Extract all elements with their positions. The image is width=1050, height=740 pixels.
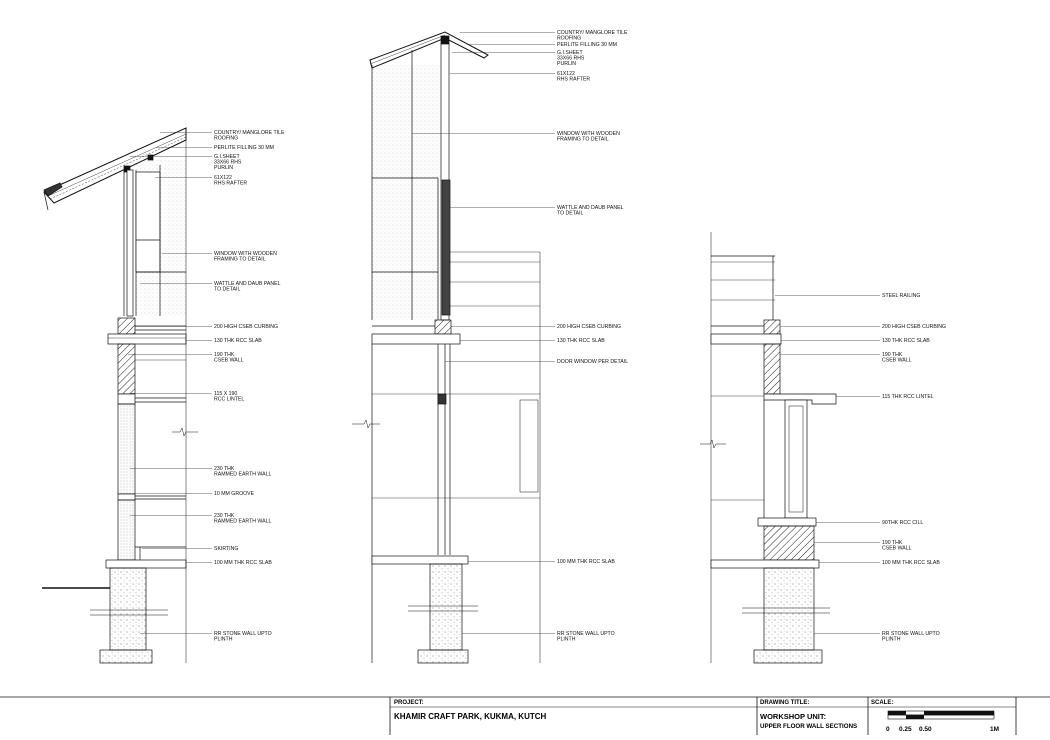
section-annotation: 10 MM GROOVE	[214, 491, 255, 497]
scale-tick-050: 0.50	[919, 726, 932, 733]
section-annotation: DOOR WINDOW PER DETAIL	[557, 359, 628, 365]
section-annotation: 115 THK RCC LINTEL	[882, 394, 934, 400]
project-label: PROJECT:	[394, 700, 424, 706]
project-name: KHAMIR CRAFT PARK, KUKMA, KUTCH	[394, 712, 547, 721]
section-annotation: 200 HIGH CSEB CURBING	[882, 324, 946, 330]
section-annotation: PERLITE FILLING 30 MM	[557, 42, 617, 48]
section-annotation: 200 HIGH CSEB CURBING	[557, 324, 621, 330]
middle-wall-section	[352, 31, 541, 664]
scale-tick-1m: 1M	[990, 726, 999, 733]
section-annotation: 90THK RCC CILL	[882, 520, 923, 526]
left-wall-section	[42, 127, 198, 664]
scale-tick-025: 0.25	[899, 726, 912, 733]
section-annotation: 100 MM THK RCC SLAB	[214, 560, 272, 566]
section-annotation: PERLITE FILLING 30 MM	[214, 145, 274, 151]
section-annotation: 130 THK RCC SLAB	[214, 338, 262, 344]
drawing-title-label: DRAWING TITLE:	[760, 700, 809, 706]
section-annotation: STEEL RAILING	[882, 293, 920, 299]
section-annotation: 130 THK RCC SLAB	[882, 338, 930, 344]
section-annotation: 130 THK RCC SLAB	[557, 338, 605, 344]
drawing-title-line-2: UPPER FLOOR WALL SECTIONS	[760, 723, 857, 730]
right-wall-section	[700, 232, 837, 664]
section-annotation: 200 HIGH CSEB CURBING	[214, 324, 278, 330]
drawing-title-line-1: WORKSHOP UNIT:	[760, 712, 826, 721]
scale-label: SCALE:	[871, 700, 893, 706]
section-annotation: 100 MM THK RCC SLAB	[557, 559, 615, 565]
section-annotation: SKIRTING	[214, 546, 238, 552]
title-block	[0, 696, 1050, 735]
right-section-labels: STEEL RAILING 200 HIGH CSEB CURBING 130 TH…	[775, 293, 946, 642]
section-annotation: 100 MM THK RCC SLAB	[882, 560, 940, 566]
scale-tick-0: 0	[886, 726, 890, 733]
